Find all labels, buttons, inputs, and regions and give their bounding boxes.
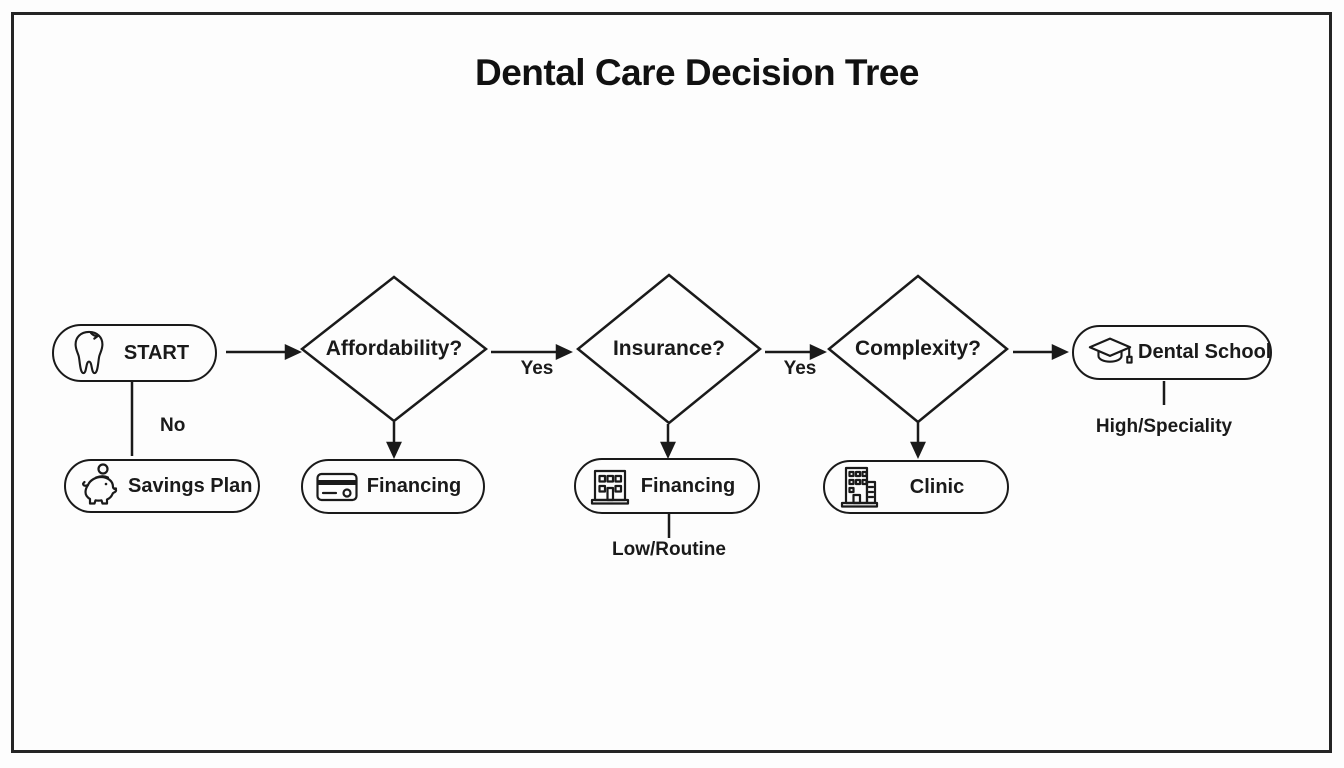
edge-label-yes-insurance: Yes [783,358,817,379]
node-financing-affordability: Financing [301,459,485,514]
node-start: START [52,324,217,382]
edge-label-yes-affordability: Yes [520,358,554,379]
affordability-label: Affordability? [325,337,463,360]
edge-label-low-routine: Low/Routine [612,539,726,560]
start-label: START [123,341,190,364]
credit-card-icon [315,470,359,504]
dental-school-label: Dental School [1138,341,1272,363]
piggy-bank-icon [78,462,124,510]
financing-affordability-label: Financing [366,475,462,497]
arrowhead [555,344,573,360]
edge-label-no: No [160,415,186,436]
insurance-label: Insurance? [612,337,726,360]
arrowhead [386,441,402,459]
node-dental-school: Dental School [1072,325,1272,380]
graduation-cap-icon [1086,333,1134,373]
clinic-label: Clinic [909,475,965,498]
savings-plan-label: Savings Plan [128,474,253,497]
arrowhead [910,441,926,459]
node-financing-insurance: Financing [574,458,760,514]
node-clinic: Clinic [823,460,1009,514]
complexity-label: Complexity? [854,337,982,360]
node-decision-affordability: Affordability? [300,275,488,423]
edge-label-high-speciality: High/Speciality [1095,416,1233,437]
arrowhead [809,344,827,360]
node-decision-insurance: Insurance? [576,273,762,425]
arrowhead [1051,344,1069,360]
node-savings-plan: Savings Plan [64,459,260,513]
node-decision-complexity: Complexity? [827,274,1009,424]
clinic-building-icon [837,464,881,510]
financing-insurance-label: Financing [640,474,736,497]
arrowhead [660,441,676,459]
arrowhead [284,344,302,360]
tooth-icon [66,328,112,378]
page-title: Dental Care Decision Tree [474,52,920,93]
bank-building-icon [588,465,632,507]
